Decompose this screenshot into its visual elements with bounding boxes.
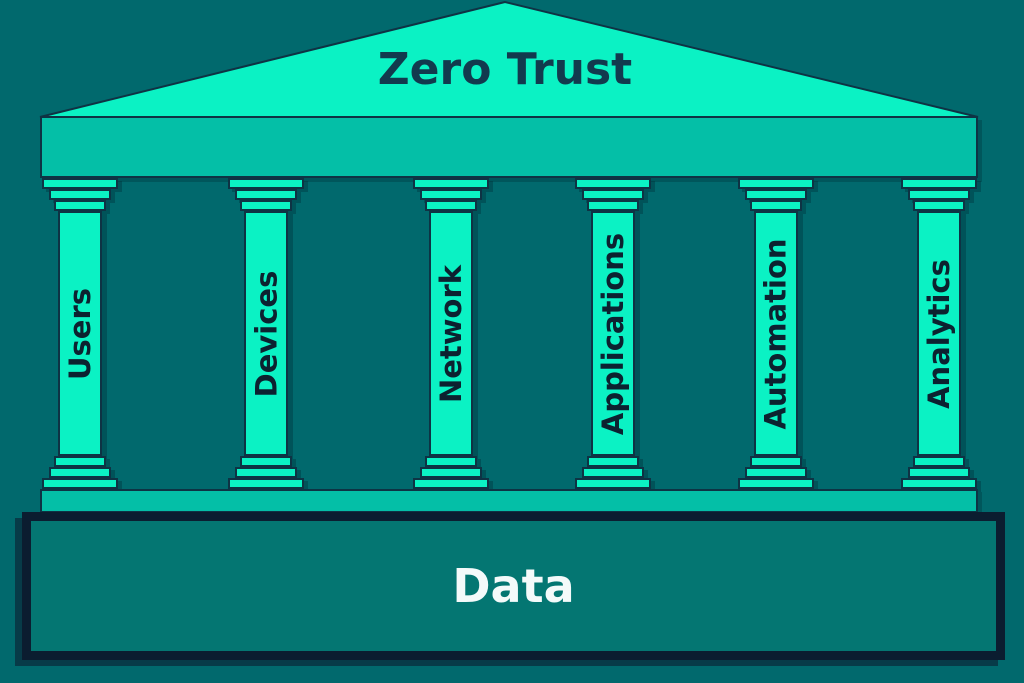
pillar-shaft: Analytics	[917, 211, 961, 456]
data-foundation-label: Data	[452, 559, 575, 613]
pillar-network: Network	[413, 178, 489, 489]
pillar-base	[738, 478, 814, 489]
pillar-base	[575, 478, 651, 489]
pillar-base	[913, 456, 965, 467]
data-foundation-box: Data	[22, 512, 1005, 660]
pillar-capital	[575, 178, 651, 189]
pillar-base	[54, 456, 106, 467]
entablature-beam	[40, 116, 978, 178]
pillar-automation: Automation	[738, 178, 814, 489]
pillar-base	[42, 478, 118, 489]
pillar-shaft: Network	[429, 211, 473, 456]
pillar-base	[235, 467, 297, 478]
pillar-capital	[420, 189, 482, 200]
pillar-capital	[908, 189, 970, 200]
pillar-shaft: Applications	[591, 211, 635, 456]
pillar-capital	[413, 178, 489, 189]
pillar-capital	[235, 189, 297, 200]
pillar-capital	[425, 200, 477, 211]
pillar-capital	[240, 200, 292, 211]
pillar-base	[745, 467, 807, 478]
pillar-capital	[49, 189, 111, 200]
pillar-capital	[582, 189, 644, 200]
pillar-base	[240, 456, 292, 467]
pillar-capital	[745, 189, 807, 200]
pillar-users: Users	[42, 178, 118, 489]
pillar-label: Users	[63, 287, 98, 380]
pillar-label: Automation	[759, 237, 794, 430]
pillar-capital	[738, 178, 814, 189]
pillar-devices: Devices	[228, 178, 304, 489]
pillar-shaft: Devices	[244, 211, 288, 456]
pillar-label: Analytics	[922, 258, 957, 409]
pillar-shaft: Automation	[754, 211, 798, 456]
pillar-base	[750, 456, 802, 467]
pillar-capital	[228, 178, 304, 189]
pillar-applications: Applications	[575, 178, 651, 489]
pillar-base	[587, 456, 639, 467]
pillar-label: Network	[434, 264, 469, 403]
pillar-base	[908, 467, 970, 478]
diagram-title: Zero Trust	[377, 44, 633, 95]
pillar-capital	[54, 200, 106, 211]
pillar-base	[901, 478, 977, 489]
pillar-capital	[587, 200, 639, 211]
pillar-base	[425, 456, 477, 467]
pillar-capital	[42, 178, 118, 189]
pillar-capital	[913, 200, 965, 211]
stylobate-platform	[40, 489, 978, 513]
pillar-shaft: Users	[58, 211, 102, 456]
pillar-base	[413, 478, 489, 489]
pillar-base	[420, 467, 482, 478]
pillar-label: Devices	[249, 270, 283, 397]
pillar-label: Applications	[596, 232, 630, 435]
pillar-capital	[750, 200, 802, 211]
pillar-capital	[901, 178, 977, 189]
pillar-analytics: Analytics	[901, 178, 977, 489]
pillar-base	[582, 467, 644, 478]
pillar-base	[49, 467, 111, 478]
pillar-base	[228, 478, 304, 489]
